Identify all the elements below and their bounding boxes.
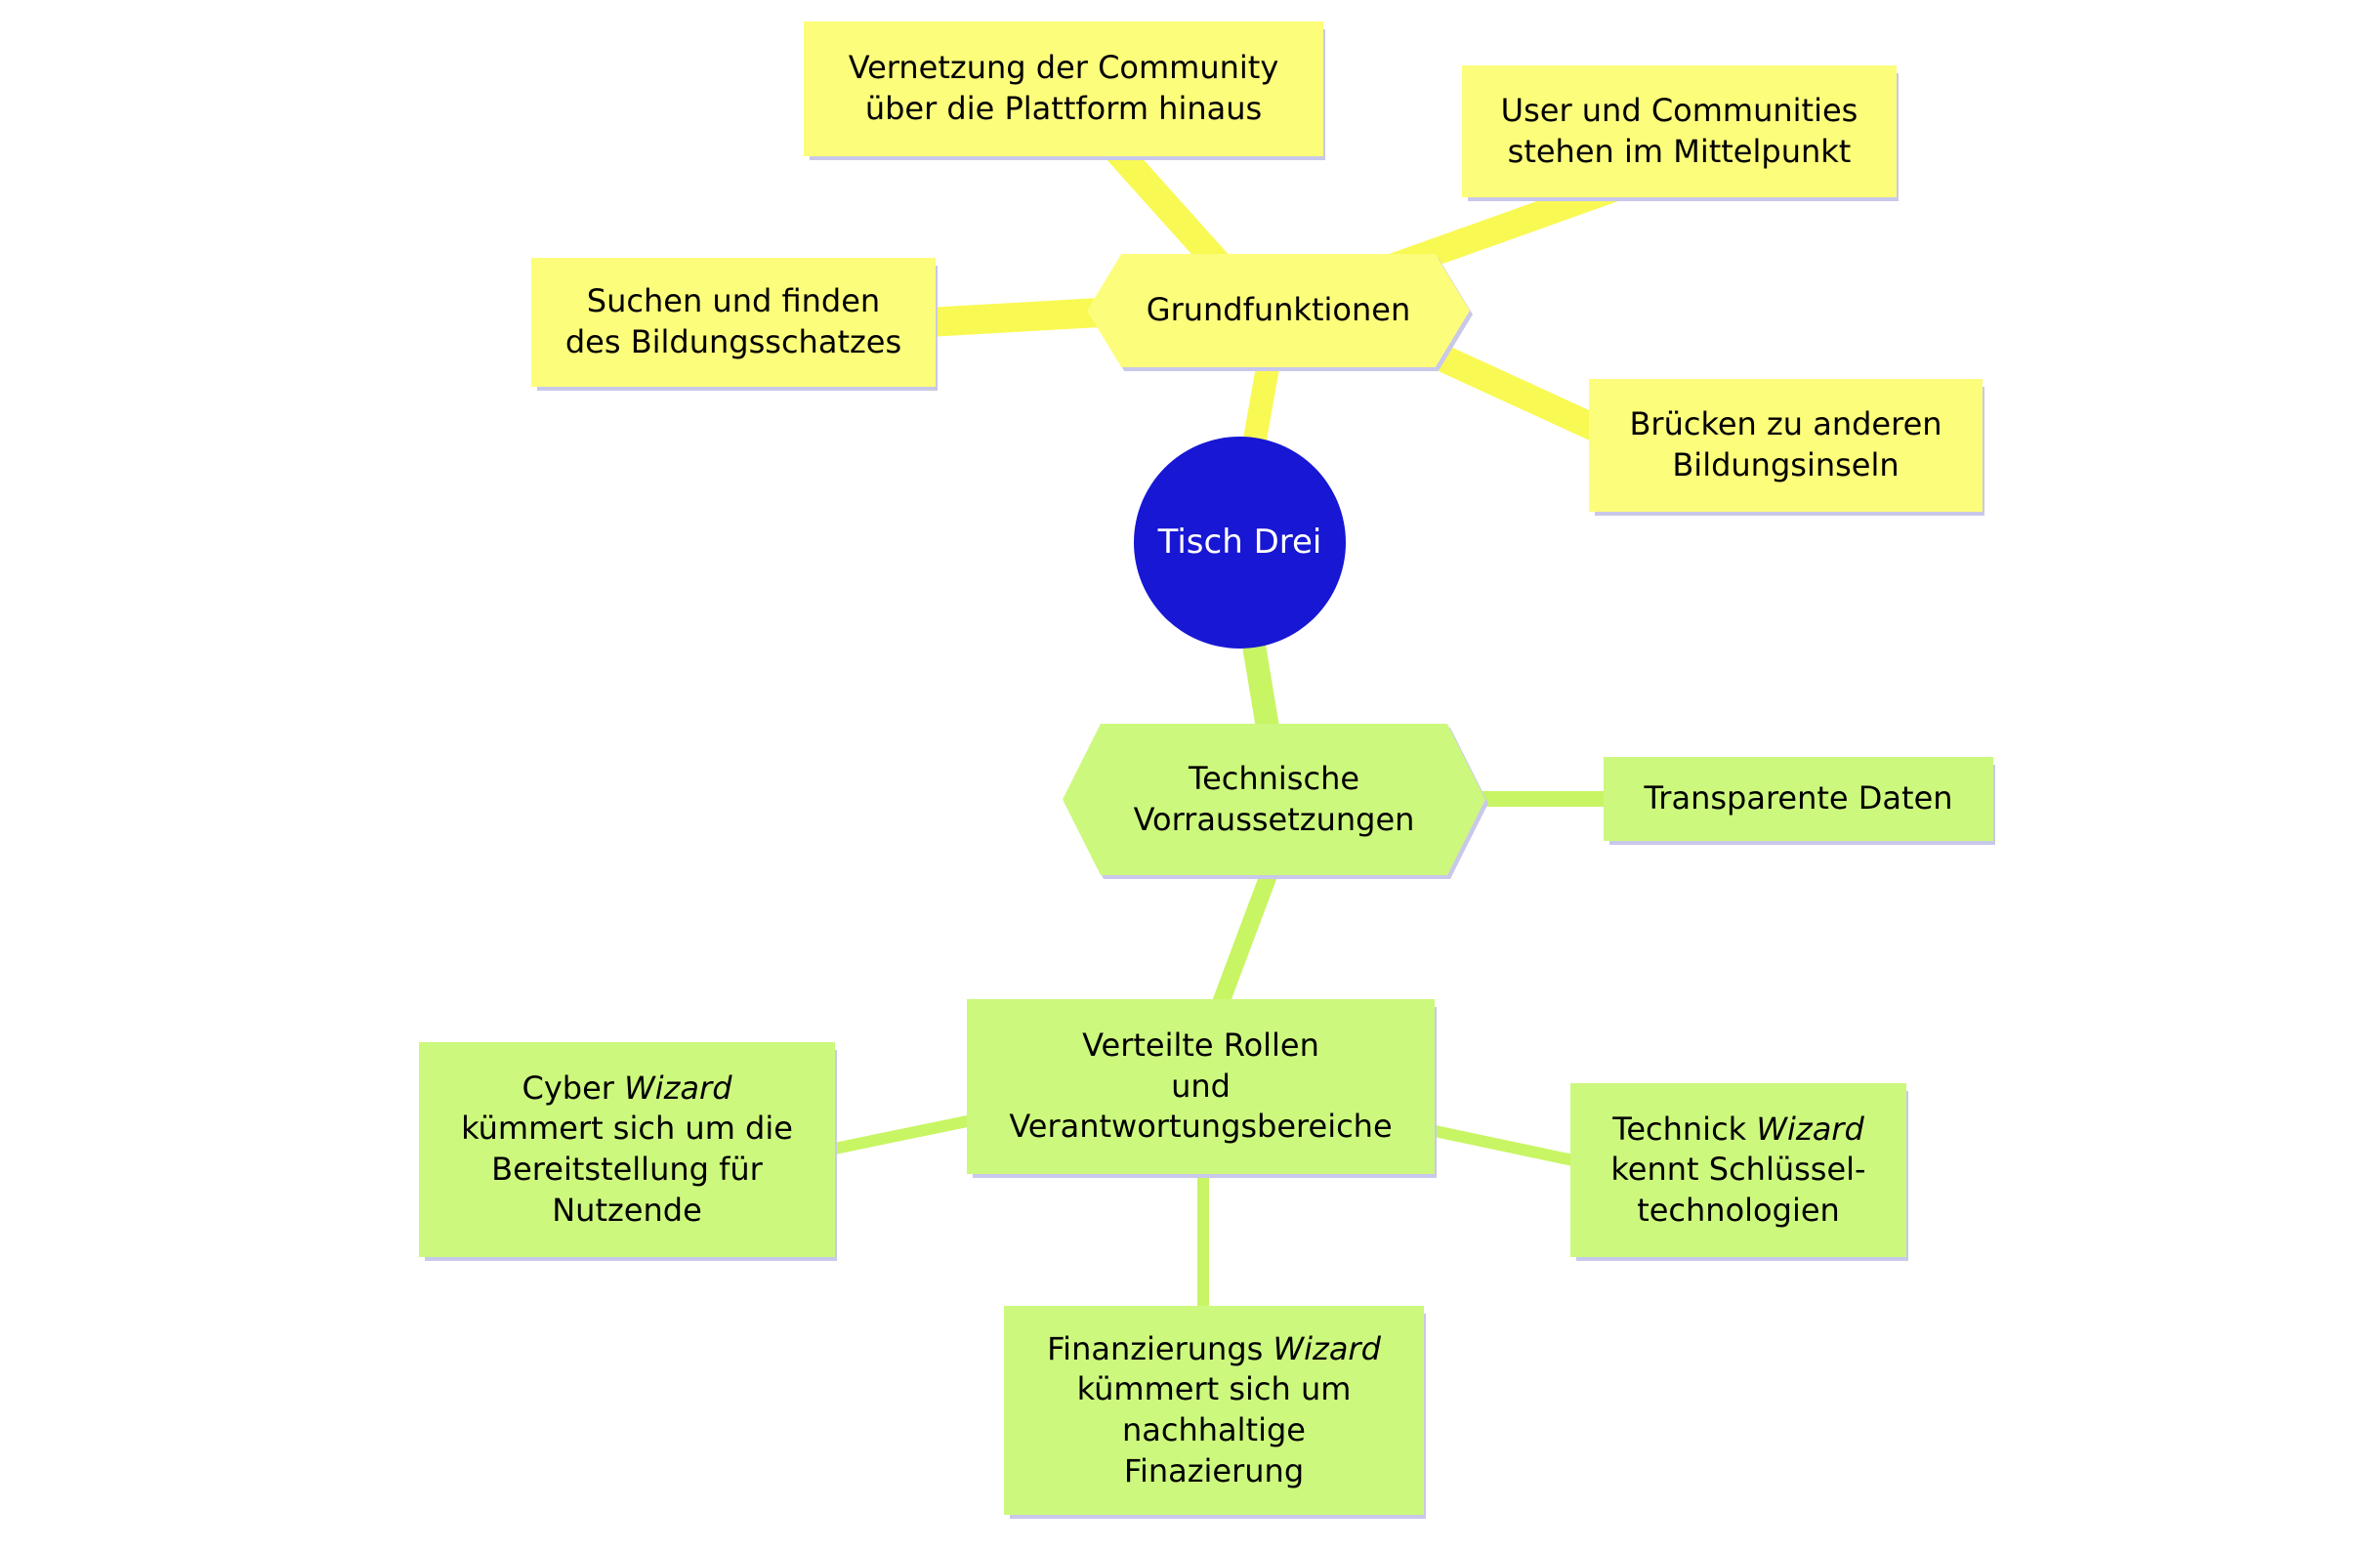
link-verteilte-cyber: [819, 1112, 987, 1156]
node-vernetzung[interactable]: Vernetzung der Community über die Plattf…: [804, 21, 1323, 156]
node-user-communities-label: User und Communities stehen im Mittelpun…: [1500, 91, 1858, 170]
node-verteilte[interactable]: Verteilte Rollen und Verantwortungsberei…: [967, 999, 1435, 1174]
node-transparente[interactable]: Transparente Daten: [1604, 757, 1993, 841]
node-grundfunktionen[interactable]: Grundfunktionen: [1087, 254, 1470, 367]
node-technische[interactable]: Technische Vorraussetzungen: [1063, 724, 1485, 875]
node-technick-wizard-label: Technick Wizard kennt Schlüssel- technol…: [1610, 1110, 1866, 1229]
node-grundfunktionen-label: Grundfunktionen: [1146, 291, 1411, 329]
node-technische-label: Technische Vorraussetzungen: [1133, 759, 1415, 838]
node-root-label: Tisch Drei: [1157, 523, 1322, 563]
node-suchen[interactable]: Suchen und finden des Bildungsschatzes: [531, 258, 936, 387]
node-finanzierung-wizard[interactable]: Finanzierungs Wizard kümmert sich um nac…: [1004, 1306, 1424, 1515]
node-bruecken-label: Brücken zu anderen Bildungsinseln: [1629, 405, 1942, 483]
node-user-communities[interactable]: User und Communities stehen im Mittelpun…: [1462, 65, 1897, 197]
node-cyber-wizard-label: Cyber Wizard kümmert sich um die Bereits…: [461, 1069, 793, 1229]
node-root[interactable]: Tisch Drei: [1134, 437, 1346, 649]
node-vernetzung-label: Vernetzung der Community über die Plattf…: [848, 49, 1279, 127]
node-technick-wizard[interactable]: Technick Wizard kennt Schlüssel- technol…: [1570, 1083, 1906, 1257]
link-technische-verteilte: [1207, 851, 1283, 1025]
node-suchen-label: Suchen und finden des Bildungsschatzes: [564, 282, 902, 360]
node-finanzierung-wizard-label: Finanzierungs Wizard kümmert sich um nac…: [1047, 1329, 1381, 1489]
node-verteilte-label: Verteilte Rollen und Verantwortungsberei…: [1009, 1027, 1393, 1146]
link-verteilte-technick: [1415, 1122, 1588, 1168]
node-transparente-label: Transparente Daten: [1644, 779, 1953, 817]
node-bruecken[interactable]: Brücken zu anderen Bildungsinseln: [1589, 379, 1983, 512]
node-cyber-wizard[interactable]: Cyber Wizard kümmert sich um die Bereits…: [419, 1042, 835, 1257]
